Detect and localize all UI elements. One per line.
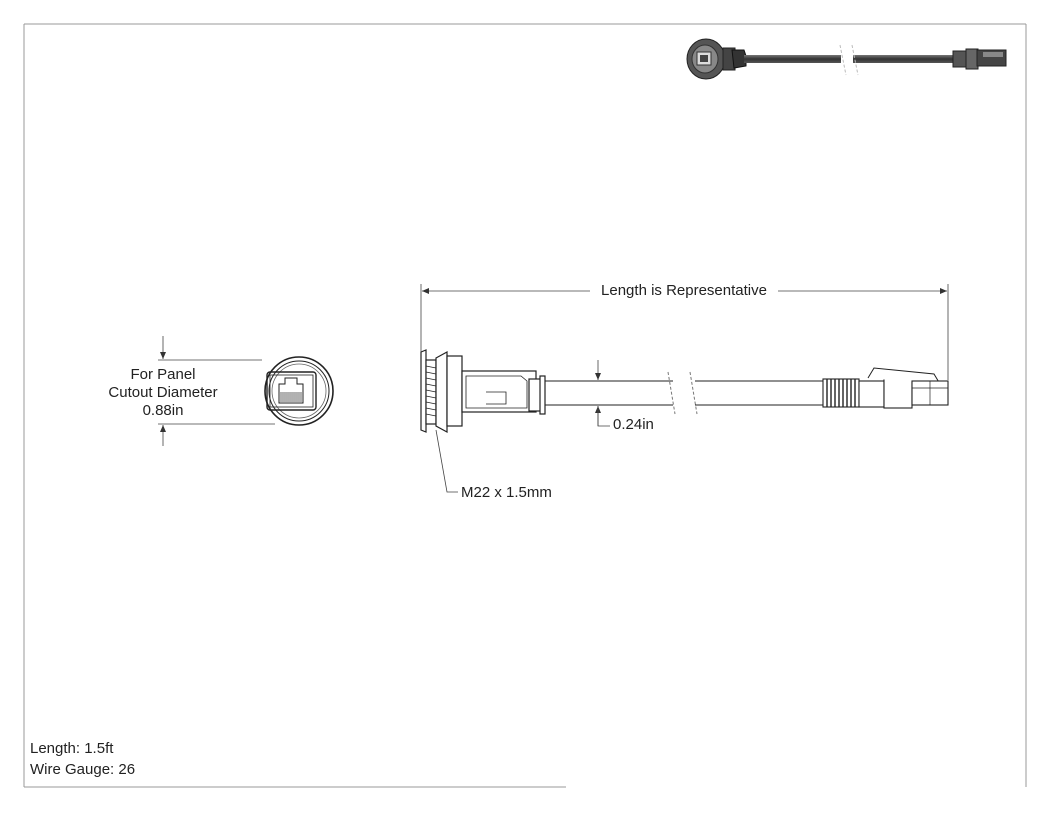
sheet-border xyxy=(23,23,1027,788)
cable-diameter-label: 0.24in xyxy=(613,416,654,433)
product-thumbnail xyxy=(686,38,1007,80)
front-view xyxy=(264,356,334,426)
length-dimension xyxy=(420,284,949,380)
spec-length: Length: 1.5ft xyxy=(30,740,114,757)
length-label: Length is Representative xyxy=(601,282,767,299)
panel-cutout-line1: For Panel xyxy=(130,366,196,383)
thread-spec-label: M22 x 1.5mm xyxy=(461,484,552,501)
side-view-panel-connector xyxy=(420,349,546,434)
panel-cutout-value: 0.88in xyxy=(142,402,184,419)
panel-cutout-line2: Cutout Diameter xyxy=(108,384,218,401)
cable xyxy=(545,371,823,415)
rj45-plug xyxy=(822,367,949,409)
panel-cutout-dimension xyxy=(158,336,275,446)
spec-wire-gauge: Wire Gauge: 26 xyxy=(30,761,136,778)
thread-leader xyxy=(435,429,458,493)
cable-diameter-dimension xyxy=(595,360,610,427)
